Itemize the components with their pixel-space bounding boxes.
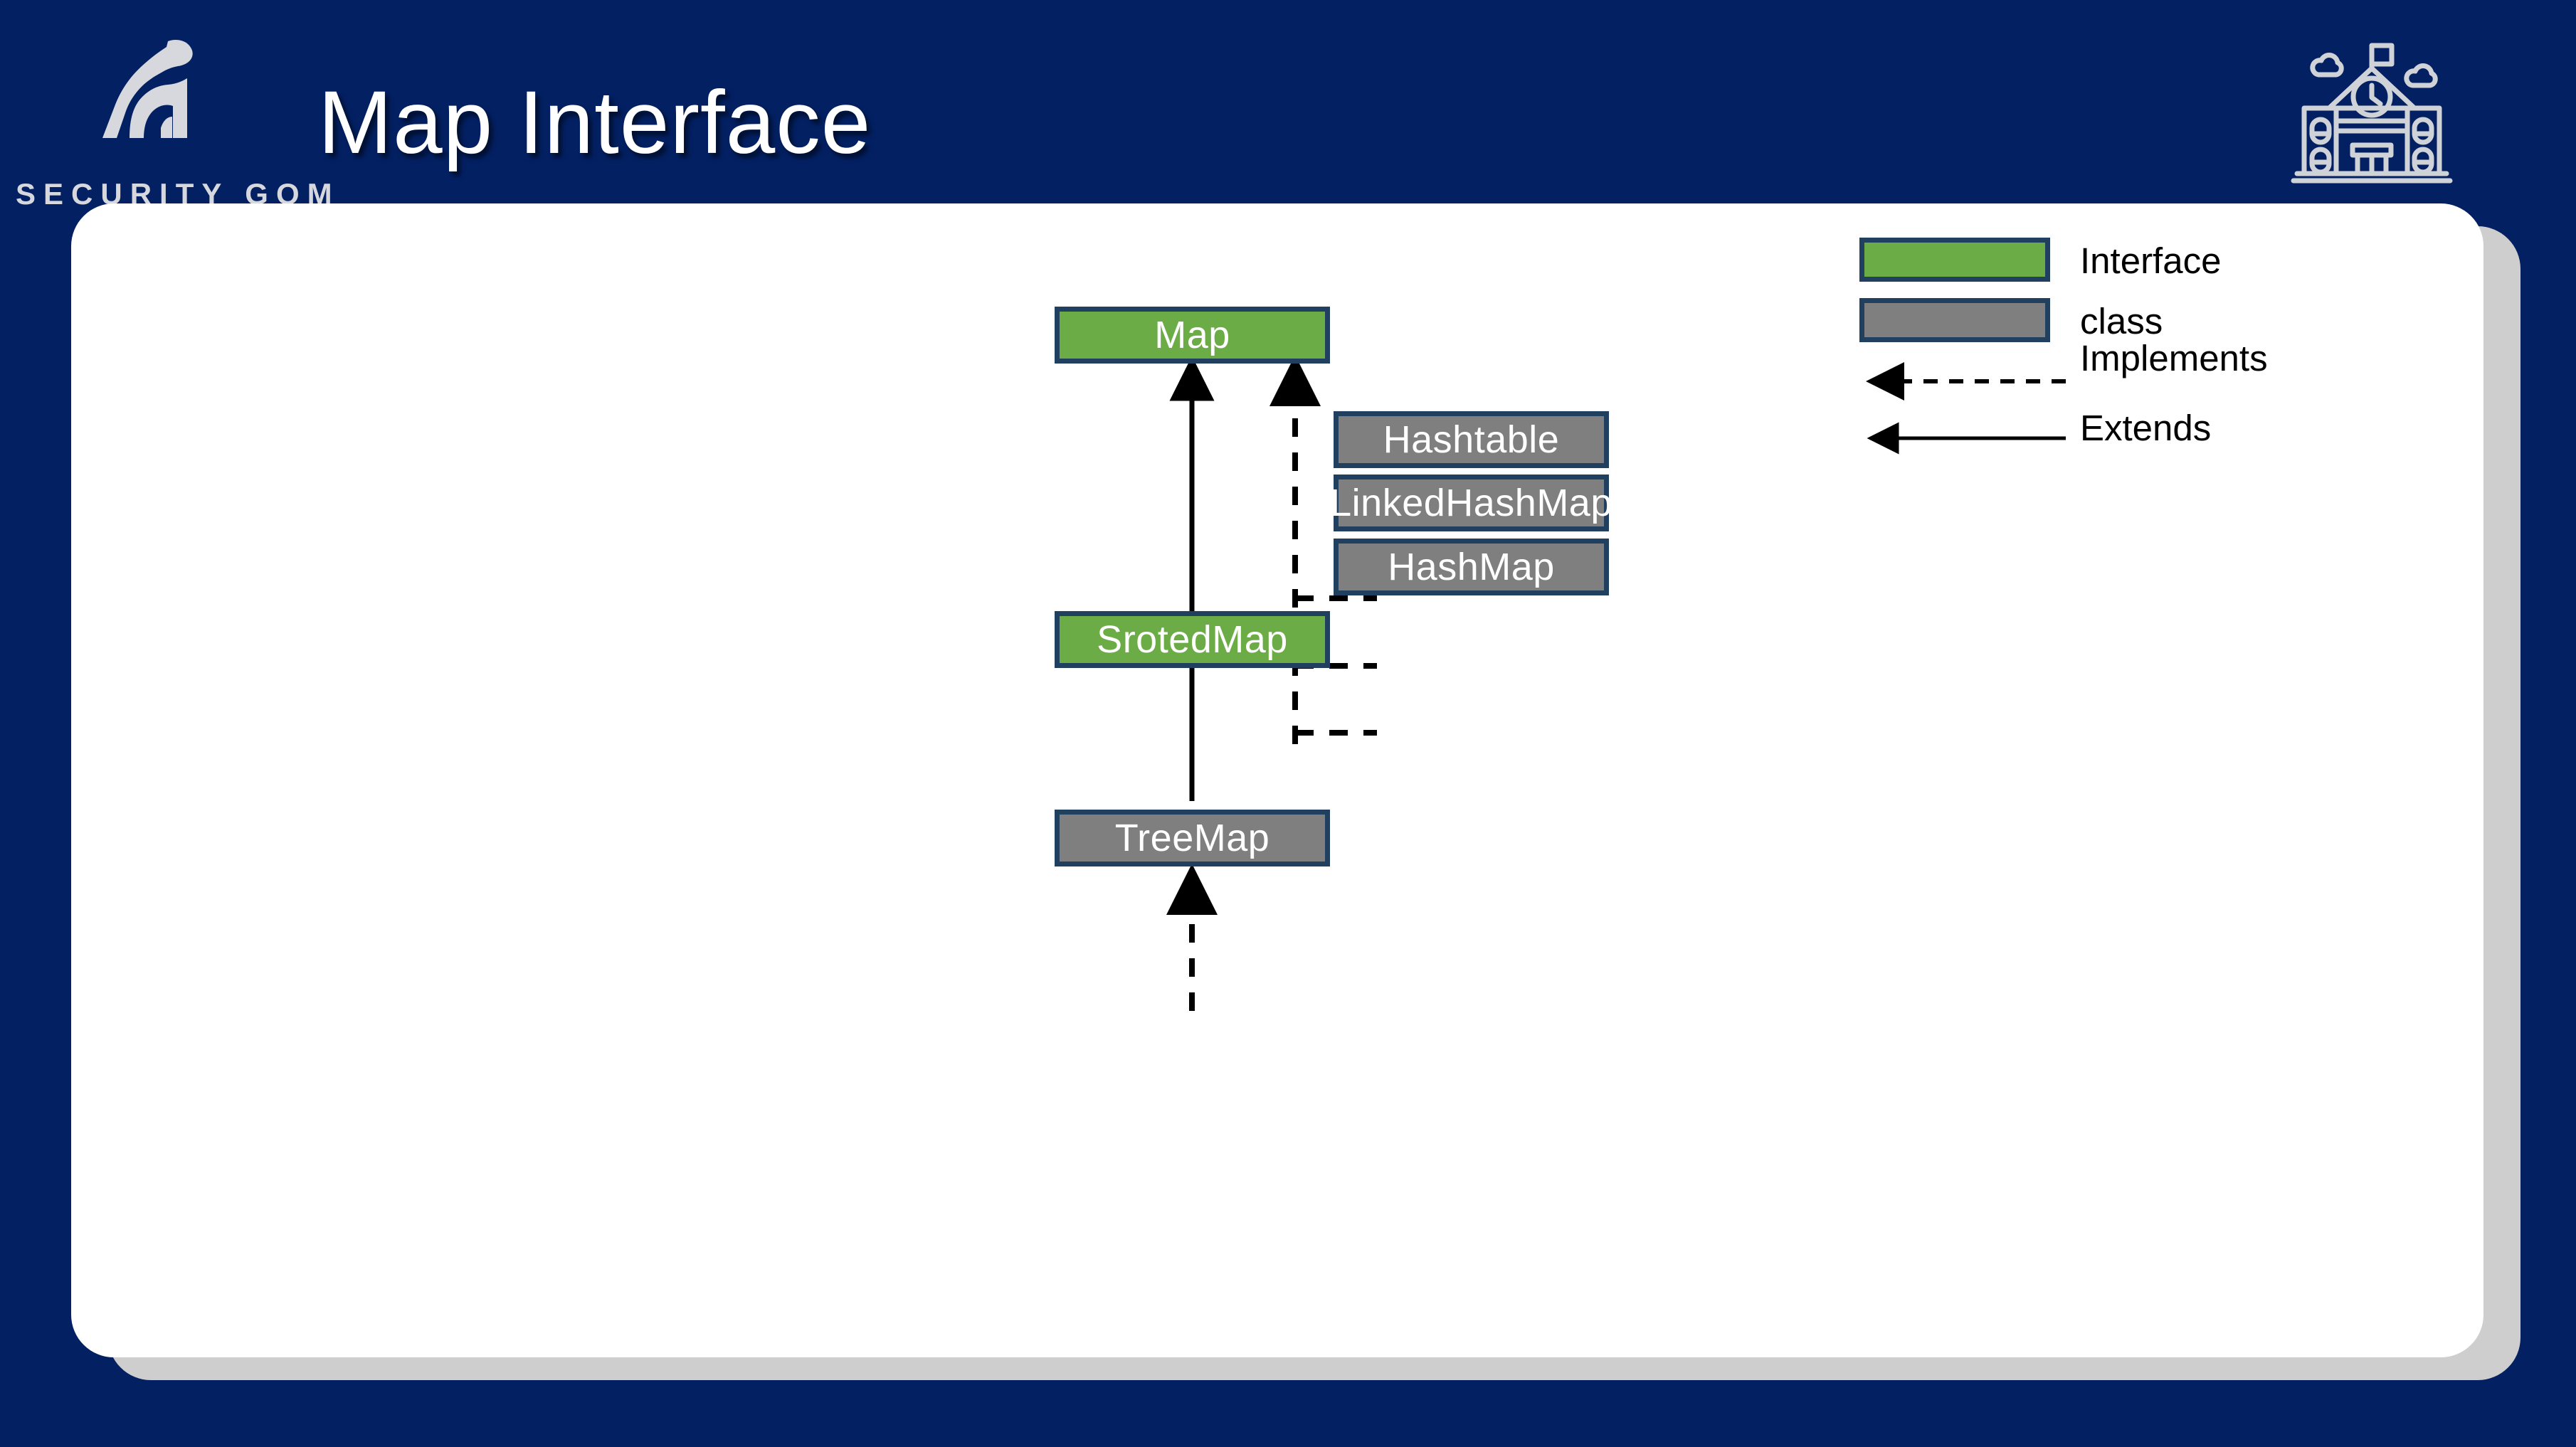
node-hashtable[interactable]: Hashtable — [1334, 411, 1609, 468]
node-hashmap[interactable]: HashMap — [1334, 539, 1609, 595]
legend-label-interface: Interface — [2080, 240, 2222, 281]
node-treemap-label: TreeMap — [1114, 817, 1270, 859]
node-srotedmap[interactable]: SrotedMap — [1055, 611, 1330, 668]
dashed-arrow-icon — [1866, 362, 2066, 401]
node-hashmap-label: HashMap — [1388, 546, 1555, 588]
legend-label-implements: Implements — [2080, 338, 2268, 378]
node-map-label: Map — [1154, 314, 1230, 356]
panther-logo-icon — [102, 40, 193, 138]
legend-item-implements: Implements — [1859, 340, 2301, 401]
legend-swatch-interface — [1859, 238, 2050, 282]
legend-item-class: class — [1859, 298, 2301, 342]
node-srotedmap-label: SrotedMap — [1097, 618, 1288, 661]
brand-logo: SECURITY GOM — [16, 37, 332, 209]
page-title: Map Interface — [318, 73, 872, 172]
school-building-icon — [2291, 43, 2453, 184]
solid-arrow-icon — [1867, 422, 2066, 455]
class-hierarchy-diagram: Map Hashtable LinkedHashMap HashMap Srot… — [71, 203, 2483, 1357]
legend-item-interface: Interface — [1859, 238, 2301, 282]
node-treemap[interactable]: TreeMap — [1055, 810, 1330, 866]
node-map[interactable]: Map — [1055, 307, 1330, 364]
content-card: Map Hashtable LinkedHashMap HashMap Srot… — [71, 203, 2483, 1357]
node-linkedhashmap-label: LinkedHashMap — [1330, 482, 1612, 524]
legend-label-class: class — [2080, 301, 2163, 341]
legend-swatch-class — [1859, 298, 2050, 342]
slide-header: SECURITY GOM Map Interface — [0, 0, 2576, 209]
legend-item-extends: Extends — [1859, 410, 2301, 460]
node-linkedhashmap[interactable]: LinkedHashMap — [1330, 475, 1612, 531]
node-hashtable-label: Hashtable — [1383, 418, 1560, 461]
diagram-legend: Interface class Impleme — [1859, 238, 2301, 465]
legend-label-extends: Extends — [2080, 408, 2212, 448]
